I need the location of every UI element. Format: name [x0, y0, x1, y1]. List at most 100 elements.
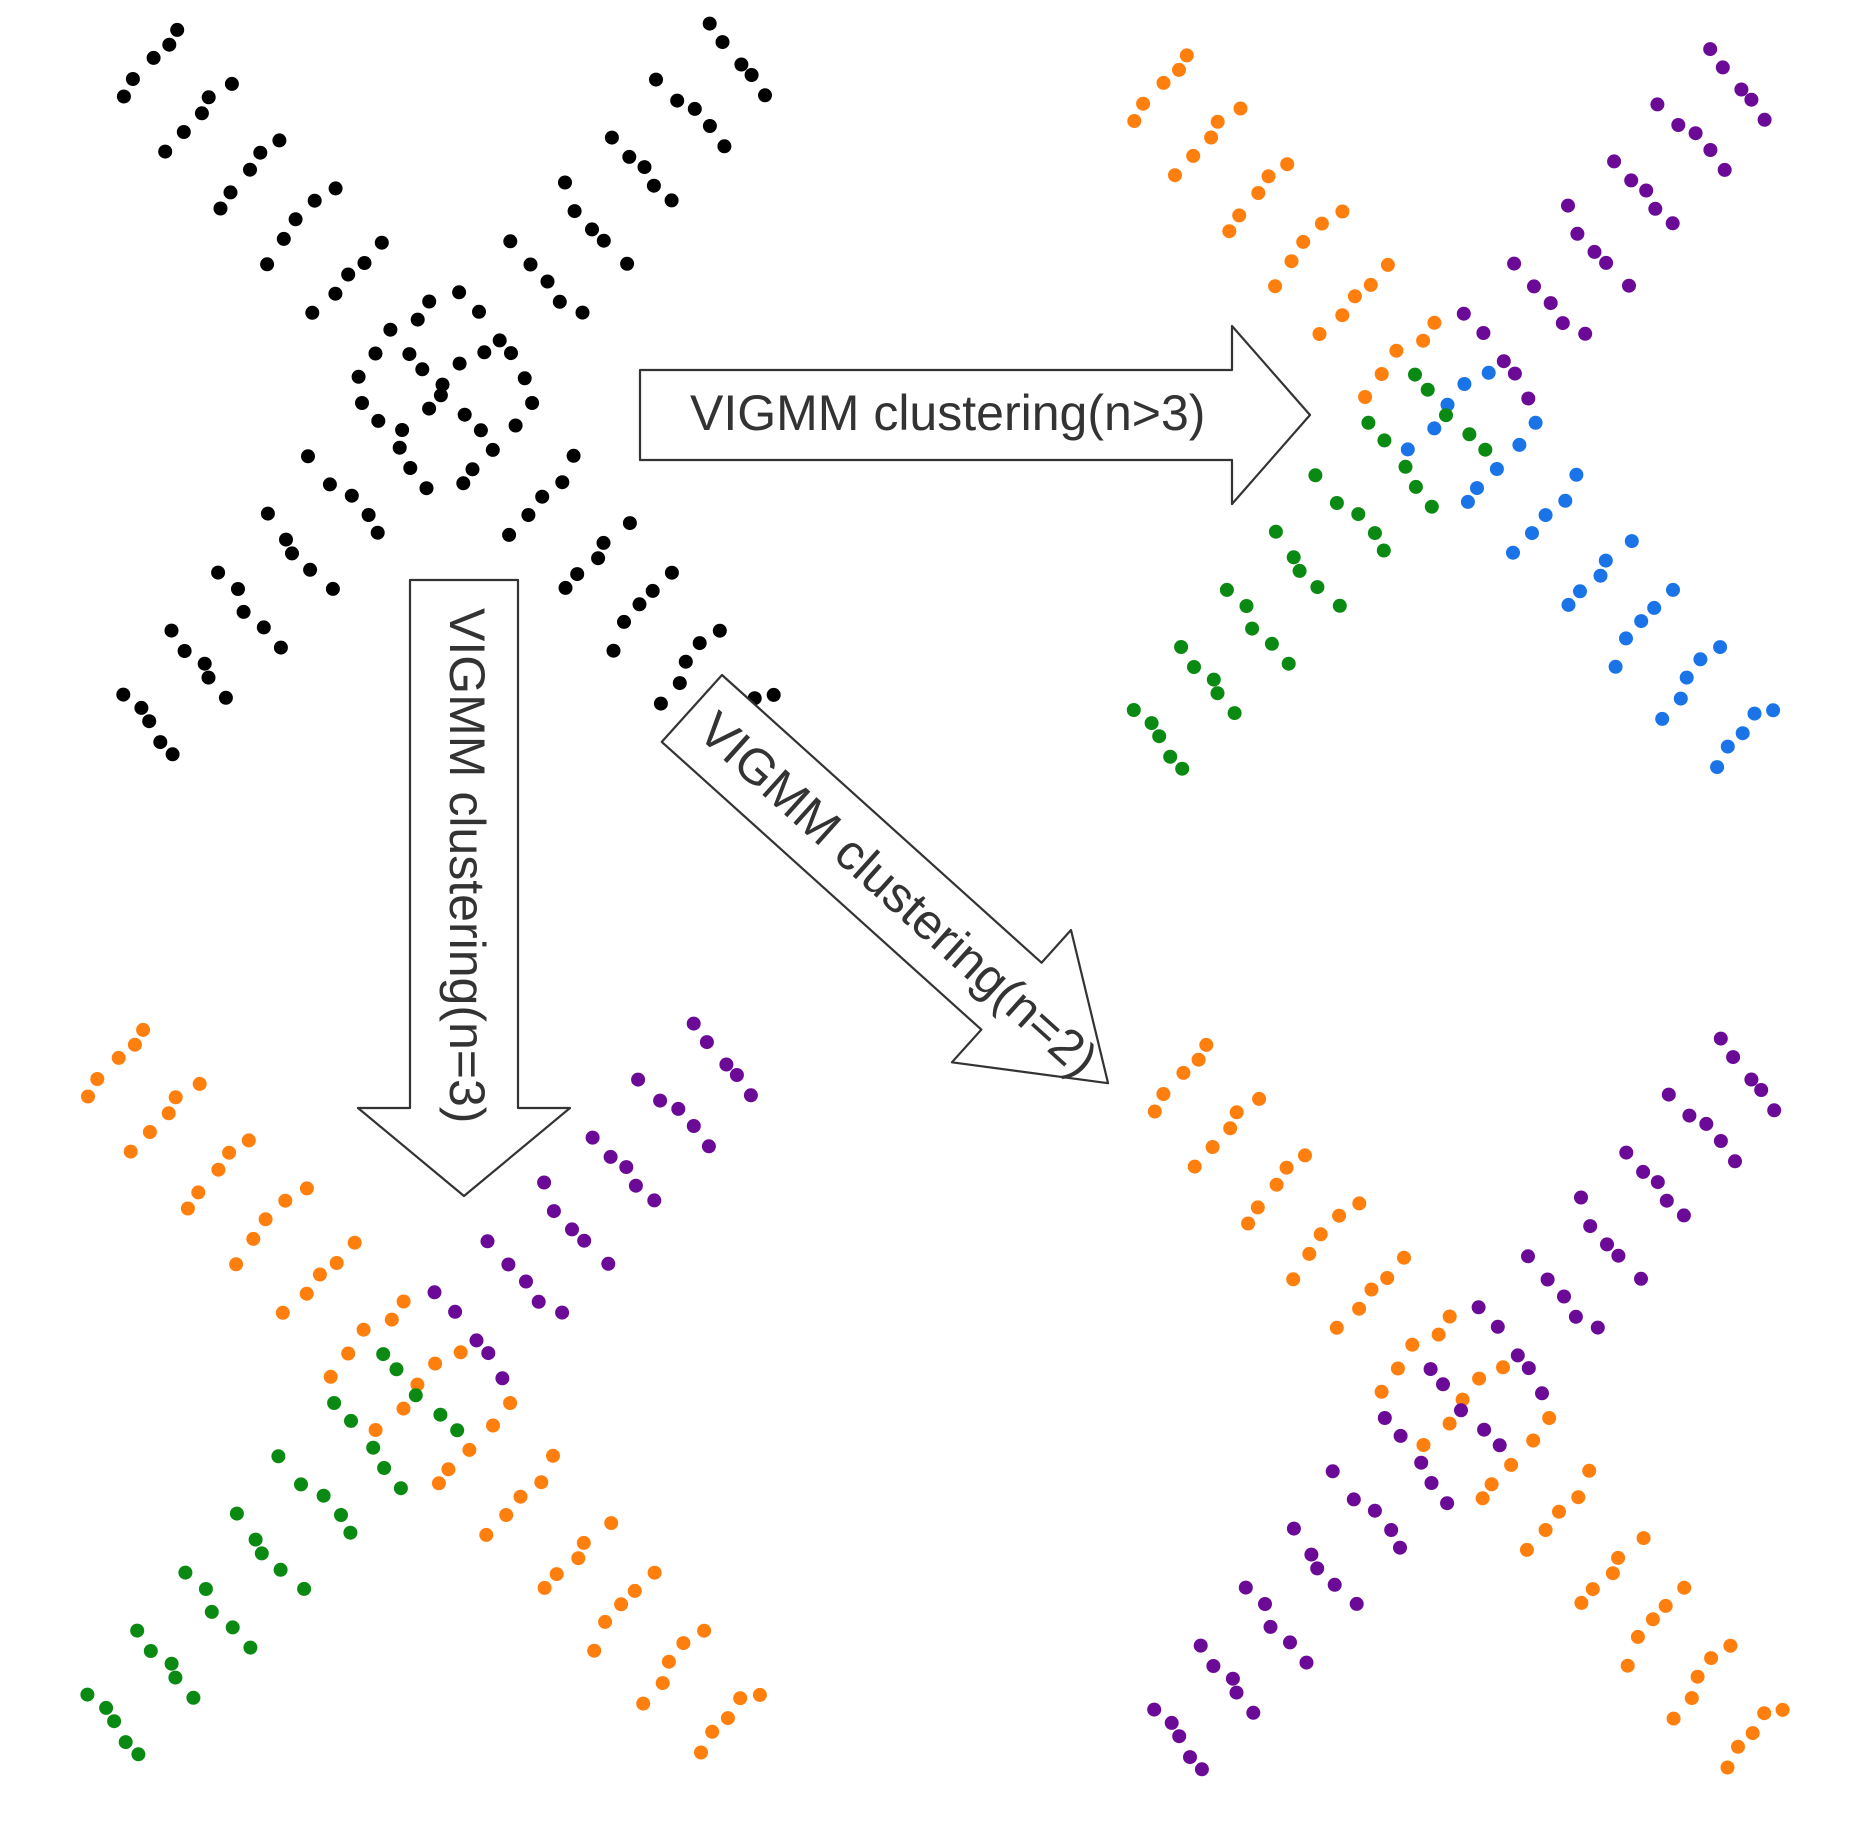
scatter-point: [243, 162, 257, 177]
scatter-point: [81, 1089, 95, 1104]
scatter-point: [395, 423, 410, 437]
scatter-point: [472, 304, 486, 319]
scatter-point: [1440, 1496, 1455, 1511]
scatter-point: [720, 1711, 735, 1726]
scatter-point: [1492, 1438, 1507, 1453]
scatter-point: [1156, 1087, 1171, 1101]
scatter-point: [1476, 326, 1491, 340]
scatter-point: [1329, 496, 1344, 510]
scatter-point: [1573, 584, 1587, 599]
scatter-point: [1636, 1164, 1651, 1179]
scatter-point: [1299, 1655, 1314, 1670]
scatter-point: [1414, 1455, 1429, 1470]
scatter-point: [1144, 716, 1159, 731]
scatter-point: [1582, 1463, 1597, 1478]
scatter-point: [1496, 1360, 1510, 1375]
scatter-point: [1210, 686, 1225, 701]
scatter-point: [1543, 296, 1558, 311]
scatter-point: [341, 267, 356, 282]
scatter-point: [427, 1285, 442, 1300]
scatter-point: [646, 178, 661, 193]
scatter-point: [1578, 326, 1593, 341]
scatter-point: [1673, 691, 1688, 706]
scatter-point: [1600, 1237, 1614, 1252]
clustering-n-gt-3-panel: [1126, 42, 1781, 776]
scatter-point: [686, 1119, 701, 1133]
scatter-point: [130, 1623, 145, 1638]
scatter-point: [186, 1690, 201, 1705]
scatter-point: [1650, 1175, 1665, 1190]
scatter-point: [142, 714, 157, 729]
scatter-point: [1126, 703, 1141, 717]
scatter-point: [396, 1294, 411, 1309]
scatter-point: [620, 256, 635, 271]
scatter-point: [1605, 1566, 1620, 1581]
scatter-point: [229, 1257, 244, 1272]
scatter-point: [1645, 1612, 1660, 1627]
scatter-point: [1624, 173, 1639, 188]
scatter-point: [1219, 582, 1234, 597]
scatter-point: [194, 106, 209, 121]
scatter-point: [501, 1257, 516, 1272]
scatter-point: [204, 1604, 219, 1619]
scatter-point: [1206, 1659, 1221, 1673]
scatter-point: [1574, 1595, 1589, 1610]
scatter-point: [1292, 563, 1307, 578]
scatter-point: [717, 139, 732, 154]
scatter-point: [271, 1449, 286, 1464]
scatter-point: [329, 1256, 344, 1270]
scatter-point: [236, 604, 251, 619]
scatter-point: [368, 1423, 383, 1437]
scatter-point: [1204, 130, 1219, 145]
scatter-point: [191, 1185, 206, 1200]
scatter-point: [1424, 499, 1439, 514]
scatter-point: [1728, 1154, 1742, 1169]
scatter-point: [1325, 1464, 1340, 1479]
scatter-point: [1245, 621, 1260, 636]
scatter-point: [422, 294, 437, 309]
scatter-point: [288, 212, 303, 227]
scatter-point: [1286, 1272, 1301, 1287]
scatter-point: [1688, 126, 1703, 141]
scatter-point: [647, 1565, 662, 1580]
scatter-point: [636, 1696, 651, 1711]
scatter-point: [1647, 600, 1662, 615]
scatter-point: [1671, 118, 1686, 132]
scatter-point: [1568, 1309, 1583, 1324]
scatter-point: [1710, 760, 1725, 775]
scatter-point: [1380, 257, 1395, 272]
scatter-point: [598, 1614, 613, 1629]
scatter-point: [1332, 1208, 1347, 1223]
scatter-point: [1442, 1309, 1457, 1324]
arrow-diagonal-label: VIGMM clustering(n=2): [688, 701, 1109, 1088]
scatter-point: [389, 1362, 404, 1377]
scatter-point: [686, 1016, 701, 1031]
scatter-point: [192, 1076, 207, 1091]
scatter-point: [1611, 1248, 1626, 1263]
scatter-point: [1561, 198, 1575, 213]
scatter-point: [1136, 96, 1151, 111]
scatter-point: [1475, 1491, 1490, 1506]
scatter-point: [1193, 1638, 1208, 1653]
scatter-point: [1775, 1702, 1790, 1717]
scatter-point: [523, 257, 538, 272]
scatter-point: [1528, 415, 1543, 430]
scatter-point: [1506, 545, 1520, 560]
scatter-point: [565, 1222, 579, 1237]
scatter-point: [111, 1050, 126, 1065]
scatter-point: [1152, 729, 1167, 744]
scatter-point: [1460, 494, 1475, 509]
arrow-right-label: VIGMM clustering(n>3): [690, 385, 1205, 441]
scatter-point: [384, 1312, 399, 1327]
scatter-point: [1358, 390, 1373, 404]
scatter-point: [1408, 479, 1423, 494]
scatter-point: [513, 1489, 528, 1504]
scatter-point: [549, 1567, 564, 1582]
scatter-point: [1608, 659, 1623, 674]
scatter-point: [492, 333, 507, 348]
scatter-point: [1454, 1403, 1468, 1418]
scatter-point: [457, 407, 472, 422]
scatter-point: [1717, 162, 1732, 177]
scatter-point: [729, 1068, 744, 1082]
scatter-point: [1624, 534, 1639, 549]
